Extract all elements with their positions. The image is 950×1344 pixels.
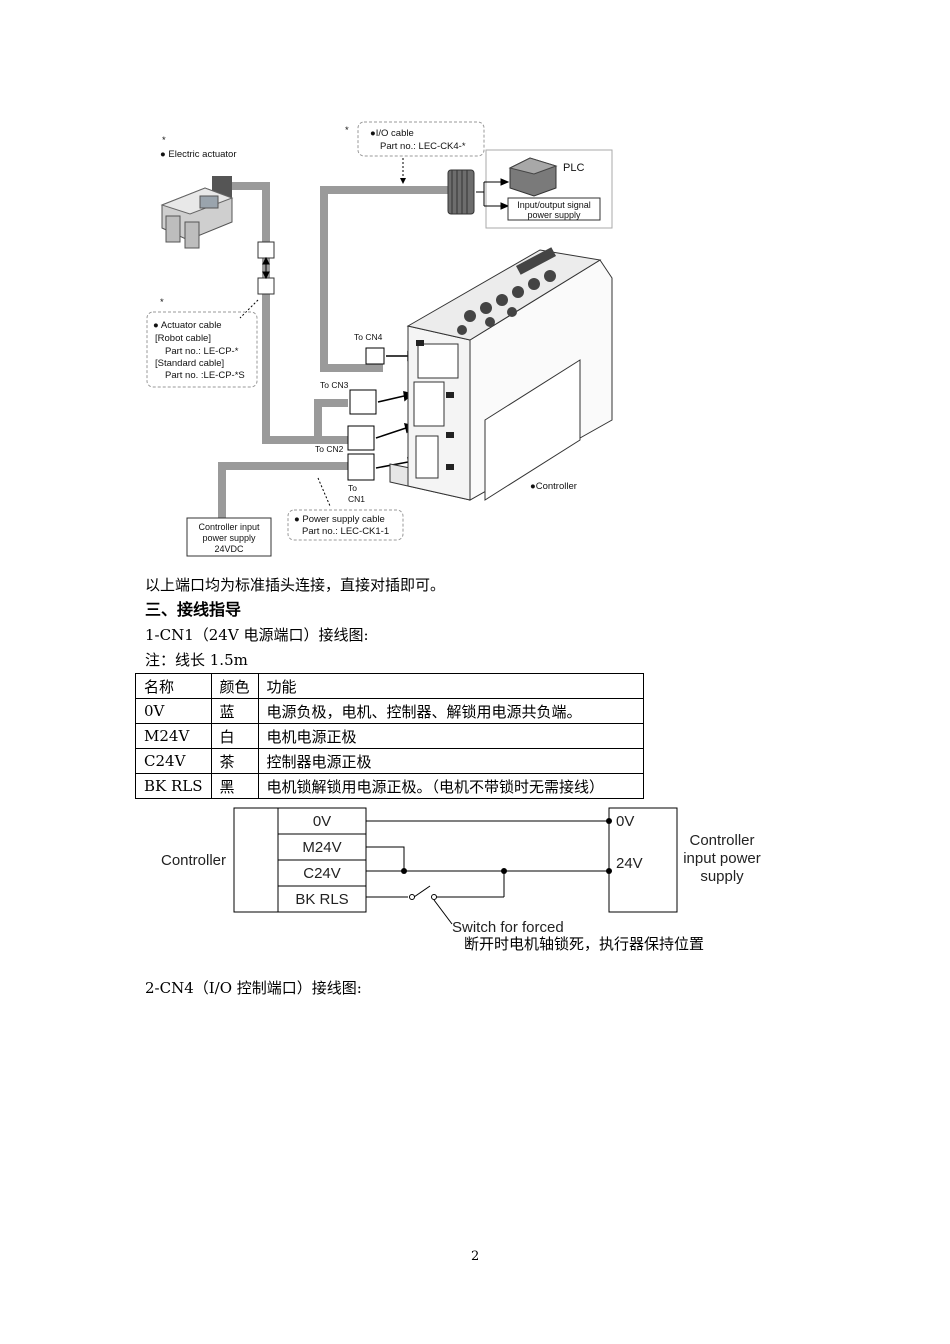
svg-text:[Robot cable]: [Robot cable] (155, 333, 211, 344)
header-color: 颜色 (210, 673, 259, 699)
cell-function: 电机电源正极 (257, 723, 644, 749)
terminal-m24v: M24V (302, 839, 341, 856)
cn4-title: 2-CN4（I/O 控制端口）接线图: (145, 979, 362, 997)
cn1-wiring-diagram: Controller 0V M24V C24V BK RLS 0V 24V Co… (161, 807, 761, 932)
asterisk-2: * (160, 297, 164, 308)
plc-area-box (485, 149, 613, 229)
svg-text:Part no.: LE-CP-*: Part no.: LE-CP-* (165, 346, 239, 357)
svg-text:● Power supply cable: ● Power supply cable (294, 514, 385, 525)
cell-name: C24V (135, 748, 212, 774)
terminal-bk-rls: BK RLS (295, 891, 348, 908)
controller-input-power-box (186, 517, 272, 557)
cell-color: 黑 (210, 773, 259, 799)
header-function: 功能 (257, 673, 644, 699)
power-supply-cable-callout (287, 509, 404, 541)
supply-label-1: Controller (689, 832, 754, 849)
controller-label: ●Controller (530, 481, 577, 492)
to-cn1-label-1: To (348, 483, 357, 493)
electric-actuator-image (160, 176, 234, 249)
asterisk-3: * (345, 125, 349, 136)
cell-name: 0V (135, 698, 212, 724)
cell-function: 控制器电源正极 (257, 748, 644, 774)
switch-label: Switch for forced (452, 919, 564, 932)
svg-text:●I/O cable: ●I/O cable (370, 128, 414, 139)
cell-color: 白 (210, 723, 259, 749)
cable-length-note: 注：线长 1.5m (145, 651, 248, 669)
cn2-plug-icon (347, 425, 375, 451)
svg-text:power supply: power supply (202, 533, 256, 543)
controller-text: Controller (161, 852, 226, 869)
svg-text:power supply: power supply (527, 210, 581, 220)
terminal-0v: 0V (313, 813, 331, 830)
to-cn2-label: To CN2 (315, 444, 344, 454)
table-row: 0V 蓝 电源负极，电机、控制器、解锁用电源共负端。 (135, 698, 644, 724)
cable-connector-icon (257, 241, 275, 295)
intro-paragraph: 以上端口均为标准插头连接，直接对插即可。 (145, 576, 446, 594)
svg-text:Controller input: Controller input (198, 522, 260, 532)
svg-text:24VDC: 24VDC (214, 544, 244, 554)
table-row: C24V 茶 控制器电源正极 (135, 748, 644, 774)
asterisk-1: * (162, 135, 166, 146)
cell-function: 电机锁解锁用电源正极。（电机不带锁时无需接线） (257, 773, 644, 799)
system-connection-figure: * ● Electric actuator * ● Actuator cable… (146, 121, 613, 557)
to-cn4-label: To CN4 (354, 332, 383, 342)
to-cn1-label-2: CN1 (348, 494, 365, 504)
io-connector-icon (447, 169, 475, 215)
cell-name: M24V (135, 723, 212, 749)
cell-name: BK RLS (135, 773, 212, 799)
electric-actuator-label: ● Electric actuator (160, 149, 237, 160)
svg-text:[Standard cable]: [Standard cable] (155, 358, 224, 369)
supply-label-3: supply (700, 868, 744, 885)
cn3-plug-icon (349, 389, 377, 415)
table-row: M24V 白 电机电源正极 (135, 723, 644, 749)
cell-function: 电源负极，电机、控制器、解锁用电源共负端。 (257, 698, 644, 724)
header-name: 名称 (135, 673, 212, 699)
section-heading-3: 三、接线指导 (145, 600, 242, 619)
svg-text:● Actuator cable: ● Actuator cable (153, 320, 222, 331)
diagram-caption: 断开时电机轴锁死，执行器保持位置 (464, 935, 705, 953)
svg-text:Input/output signal: Input/output signal (517, 200, 591, 210)
cn1-title: 1-CN1（24V 电源端口）接线图: (145, 626, 369, 644)
table-header-row: 名称 颜色 功能 (135, 673, 644, 699)
page-number: 2 (471, 1249, 480, 1264)
cell-color: 茶 (210, 748, 259, 774)
cell-color: 蓝 (210, 698, 259, 724)
controller-image (389, 247, 613, 501)
to-cn3-label: To CN3 (320, 380, 349, 390)
cn1-pin-table: 名称 颜色 功能 0V 蓝 电源负极，电机、控制器、解锁用电源共负端。 M24V… (135, 673, 644, 799)
supply-label-2: input power (683, 850, 761, 867)
supply-0v: 0V (616, 813, 634, 830)
cn1-plug-icon (347, 453, 375, 481)
terminal-c24v: C24V (303, 865, 341, 882)
supply-24v: 24V (616, 855, 643, 872)
svg-text:Part no.: LEC-CK4-*: Part no.: LEC-CK4-* (380, 141, 466, 152)
plc-image (508, 157, 558, 197)
io-cable-callout (357, 121, 485, 157)
svg-text:Part no.: LEC-CK1-1: Part no.: LEC-CK1-1 (302, 526, 389, 537)
cn4-plug-icon (365, 347, 385, 365)
io-signal-box (507, 197, 601, 221)
svg-text:Part no. :LE-CP-*S: Part no. :LE-CP-*S (165, 370, 245, 381)
table-row: BK RLS 黑 电机锁解锁用电源正极。（电机不带锁时无需接线） (135, 773, 644, 799)
plc-label: PLC (563, 162, 584, 174)
